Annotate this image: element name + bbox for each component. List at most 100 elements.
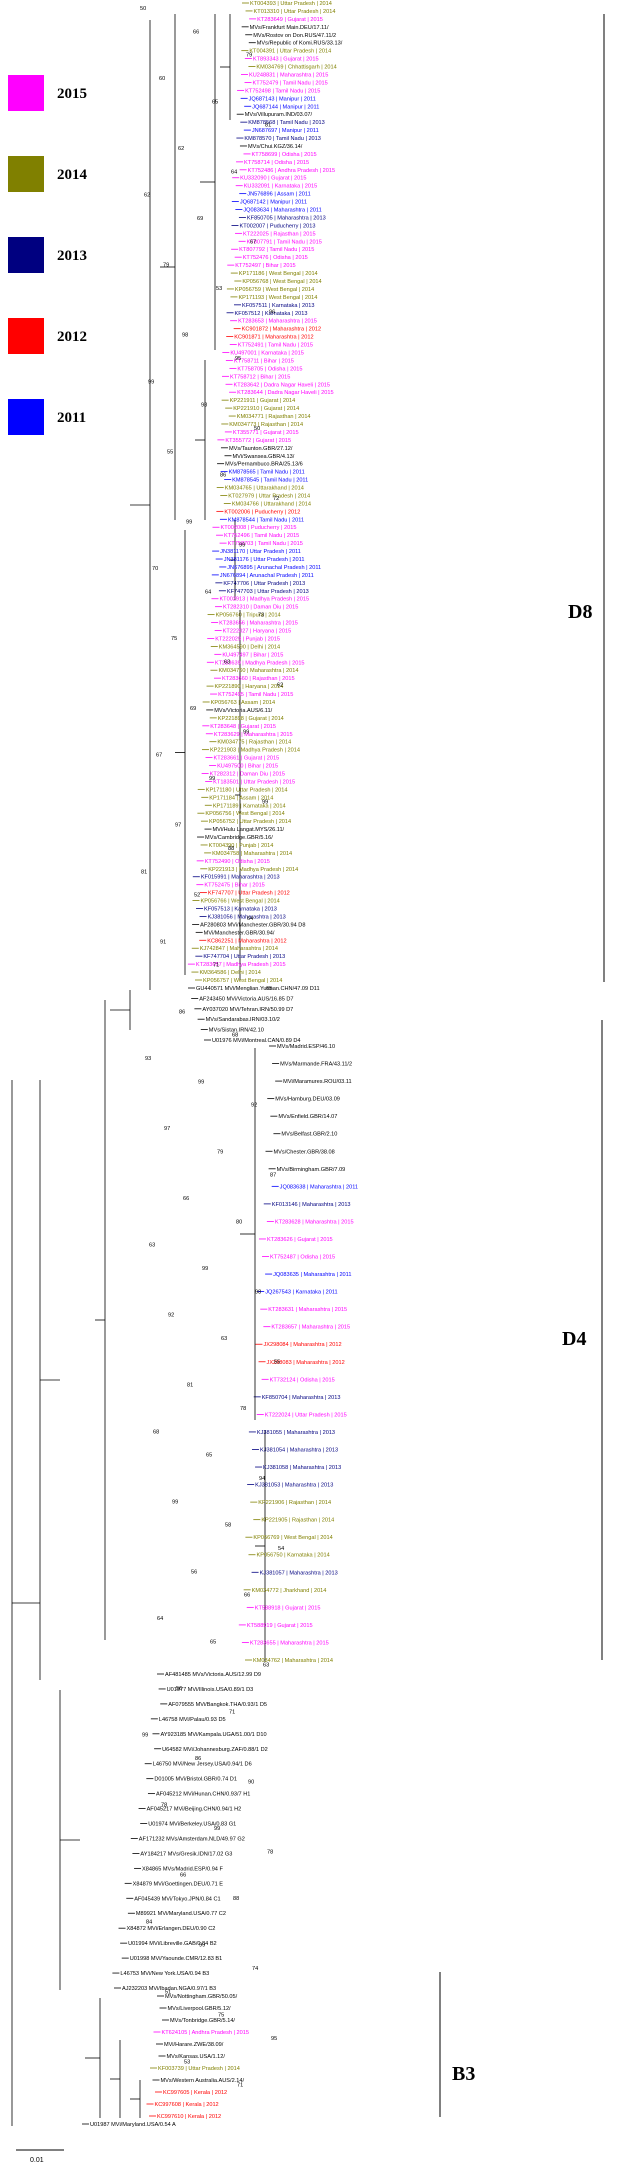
bootstrap-value: 99 (142, 1733, 148, 1739)
leaf-label: KT283629 | Maharashtra | 2015 (214, 732, 293, 738)
leaf-label: KF057513 | Karnataka | 2013 (204, 907, 277, 913)
leaf-label: MVs/Chester.GBR/38.08 (274, 1149, 335, 1155)
bootstrap-value: 68 (232, 1033, 238, 1039)
leaf-label: KP056760 | Tripura | 2014 (216, 613, 281, 619)
leaf-label: KU497001 | Karnataka | 2015 (230, 350, 304, 356)
leaf-label: KP056768 | West Bengal | 2014 (242, 279, 321, 285)
bootstrap-value: 63 (149, 1243, 155, 1249)
leaf-label: JN381170 | Uttar Pradesh | 2011 (220, 549, 301, 555)
leaf-label: KM878565 | Tamil Nadu | 2011 (229, 470, 305, 476)
scale-bar: 0.01 (16, 2149, 64, 2164)
leaf-label: KF013146 | Maharashtra | 2013 (272, 1202, 351, 1208)
leaf-label: KT283657 | Maharashtra | 2015 (271, 1325, 350, 1331)
leaf-label: M89921 MVi/Maryland.USA/0.77 C2 (136, 1911, 226, 1917)
leaf-label: AF171232 MVs/Amsterdam.NLD/49.97 G2 (139, 1836, 245, 1842)
leaf-label: MVi/Manchester.GBR/30.94/ (204, 930, 275, 936)
bootstrap-value: 99 (172, 1499, 178, 1505)
bootstrap-value: 75 (218, 2013, 224, 2019)
leaf-label: KF850704 | Maharashtra | 2013 (262, 1395, 341, 1401)
leaf-label: MVs/Belfast.GBR/2.10 (281, 1132, 337, 1138)
bootstrap-value: 53 (216, 286, 222, 292)
leaf-label: KT758711 | Bihar | 2015 (234, 358, 294, 364)
leaf-label: JQ267543 | Karnataka | 2011 (265, 1290, 337, 1296)
leaf-label: KP171189 | Karnataka | 2014 (213, 803, 286, 809)
leaf-label: MVs/Madrid.ESP/46.10 (277, 1044, 335, 1050)
leaf-label: KF850705 | Maharashtra | 2013 (247, 215, 326, 221)
leaf-label: AY923185 MVi/Kampala.UGA/51.00/1 D10 (160, 1732, 266, 1738)
leaf-label: KJ381054 | Maharashtra | 2013 (260, 1447, 338, 1453)
bootstrap-value: 99 (239, 543, 245, 549)
leaf-label: JX298084 | Maharashtra | 2012 (263, 1342, 341, 1348)
leaf-label: JQ083634 | Maharashtra | 2011 (243, 208, 321, 214)
bootstrap-value: 56 (176, 1686, 182, 1692)
leaf-label: KP221890 | Haryana | 2014 (215, 684, 284, 690)
leaf-label: KT282312 | Daman Diu | 2015 (210, 771, 285, 777)
leaf-label: KT758712 | Bihar | 2015 (230, 374, 290, 380)
leaf-label: KT355772 | Gujarat | 2015 (225, 438, 291, 444)
bootstrap-value: 69 (190, 706, 196, 712)
bootstrap-value: 95 (235, 356, 241, 362)
leaf-label: MVs/Birmingham.GBR/7.09 (277, 1167, 346, 1173)
leaf-label: KT893343 | Gujarat | 2015 (253, 57, 319, 63)
leaf-label: KT752490 | Odisha | 2015 (205, 859, 270, 865)
leaf-label: KJ381055 | Maharashtra | 2013 (257, 1430, 335, 1436)
leaf-label: JN687697 | Manipur | 2011 (252, 128, 319, 134)
leaf-label: KM878570 | Tamil Nadu | 2013 (244, 136, 321, 142)
leaf-label: KT283661 | Gujarat | 2015 (214, 756, 280, 762)
leaf-label: MVs/Taunton.GBR/27.12/ (229, 446, 293, 452)
leaf-label: KF003739 | Uttar Pradesh | 2014 (158, 2066, 240, 2072)
leaf-label: MVs/Cambridge.GBR/5.16/ (205, 835, 273, 841)
leaf-label: JN576896 | Assam | 2011 (247, 192, 310, 198)
leaf-label: KC862251 | Maharashtra | 2012 (207, 938, 286, 944)
clade-d4-label: D4 (562, 1328, 586, 1350)
bootstrap-value: 72 (273, 496, 279, 502)
leaf-label: KT004393 | Uttar Pradesh | 2014 (250, 1, 332, 7)
leaf-label: KT283644 | Dadra Nagar Haveli | 2015 (237, 390, 334, 396)
bootstrap-value: 73 (258, 613, 264, 619)
leaf-label: KT752475 | Bihar | 2015 (204, 883, 264, 889)
leaf-label: MVs/Rostov on Don.RUS/47.11/2 (253, 33, 336, 39)
leaf-label: KP221903 | Madhya Pradesh | 2014 (210, 748, 300, 754)
leaf-label: MVs/Western Australia.AUS/2.14/ (161, 2078, 245, 2084)
leaf-label: MVs/Frankfurt Main.DEU/17.11/ (250, 25, 329, 31)
bootstrap-value: 98 (255, 1289, 261, 1295)
leaf-label: L46758 MVi/Palau/0.93 D5 (159, 1717, 226, 1723)
bootstrap-value: 78 (161, 1803, 167, 1809)
legend-swatch-2011 (8, 399, 44, 435)
bootstrap-value: 91 (160, 939, 166, 945)
leaf-label: KM034771 | Rajasthan | 2014 (237, 414, 311, 420)
leaf-label: MVi/Swansea.GBR/4.13/ (233, 454, 295, 460)
leaf-label: KT013310 | Uttar Pradesh | 2014 (254, 9, 336, 15)
legend-label-2014: 2014 (57, 167, 88, 183)
leaf-label: AF045439 MVi/Tokyo.JPN/0.84 C1 (134, 1896, 220, 1902)
leaf-label: KT283649 | Gujarat | 2015 (257, 17, 323, 23)
leaf-label: KT752487 | Odisha | 2015 (270, 1255, 335, 1261)
leaf-label: KT002008 | Puducherry | 2015 (220, 525, 296, 531)
leaf-label: KT222029 | Punjab | 2015 (215, 636, 280, 642)
leaf-label: KT004390 | Punjab | 2014 (209, 843, 274, 849)
leaf-label: MVs/Kansas.USA/1.12/ (167, 2054, 226, 2060)
legend-swatch-2012 (8, 318, 44, 354)
leaf-label: KJ381053 | Maharashtra | 2013 (255, 1483, 333, 1489)
leaf-label: AY184217 MVs/Gresik.IDN/17.02 G3 (140, 1851, 232, 1857)
leaf-label: AY037020 MVi/Tehran.IRN/50.99 D7 (202, 1007, 293, 1013)
leaf-label: KT283653 | Maharashtra | 2015 (238, 319, 317, 325)
bootstrap-value: 53 (184, 2059, 190, 2065)
leaf-label: KF747704 | Uttar Pradesh | 2013 (203, 954, 285, 960)
leaf-label: KT588919 | Gujarat | 2015 (247, 1623, 313, 1629)
bootstrap-value: 66 (244, 1593, 250, 1599)
bootstrap-value: 65 (210, 1639, 216, 1645)
leaf-label: MVs/Republic of Komi.RUS/33.13/ (257, 41, 343, 47)
bootstrap-value: 90 (248, 1779, 254, 1785)
bootstrap-value: 95 (271, 2036, 277, 2042)
bootstrap-values: 5066796065816264626967795396989599985055… (140, 6, 284, 2089)
leaf-label: KT283648 | Gujarat | 2015 (210, 724, 276, 730)
leaf-label: KT222025 | Rajasthan | 2015 (243, 231, 316, 237)
leaf-label: KF057511 | Karnataka | 2013 (242, 303, 314, 309)
legend-swatch-2015 (8, 75, 44, 111)
bootstrap-value: 60 (159, 76, 165, 82)
bootstrap-value: 67 (250, 239, 256, 245)
bootstrap-value: 97 (164, 1126, 170, 1132)
leaf-label: AF045217 MVi/Beijing.CHN/0.94/1 H2 (147, 1807, 242, 1813)
